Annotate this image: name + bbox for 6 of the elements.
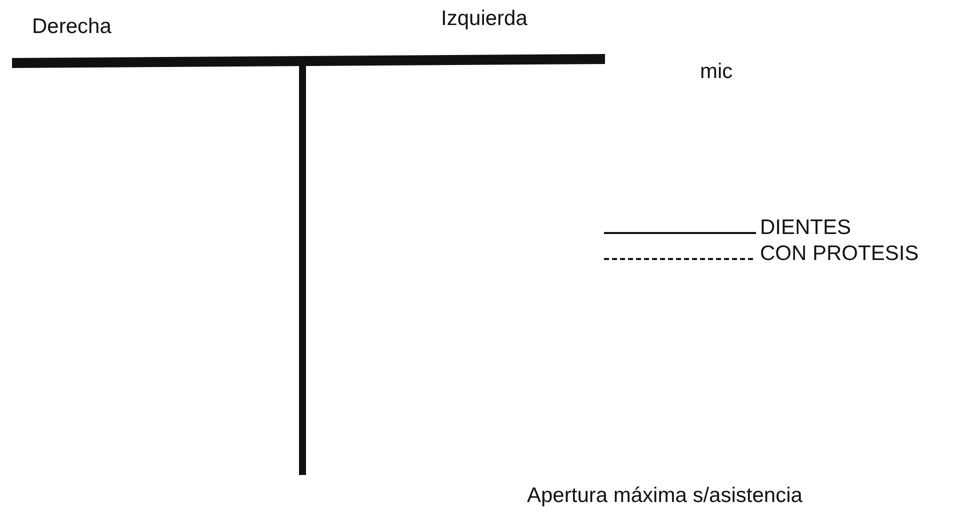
axis-label: Apertura máxima s/asistencia (527, 484, 802, 508)
legend-label: CON PROTESIS (760, 242, 919, 266)
axis-label: Izquierda (441, 7, 528, 30)
legend-label: DIENTES (760, 216, 852, 240)
unit-label: mic (700, 60, 733, 84)
axis-label: Derecha (32, 15, 112, 38)
